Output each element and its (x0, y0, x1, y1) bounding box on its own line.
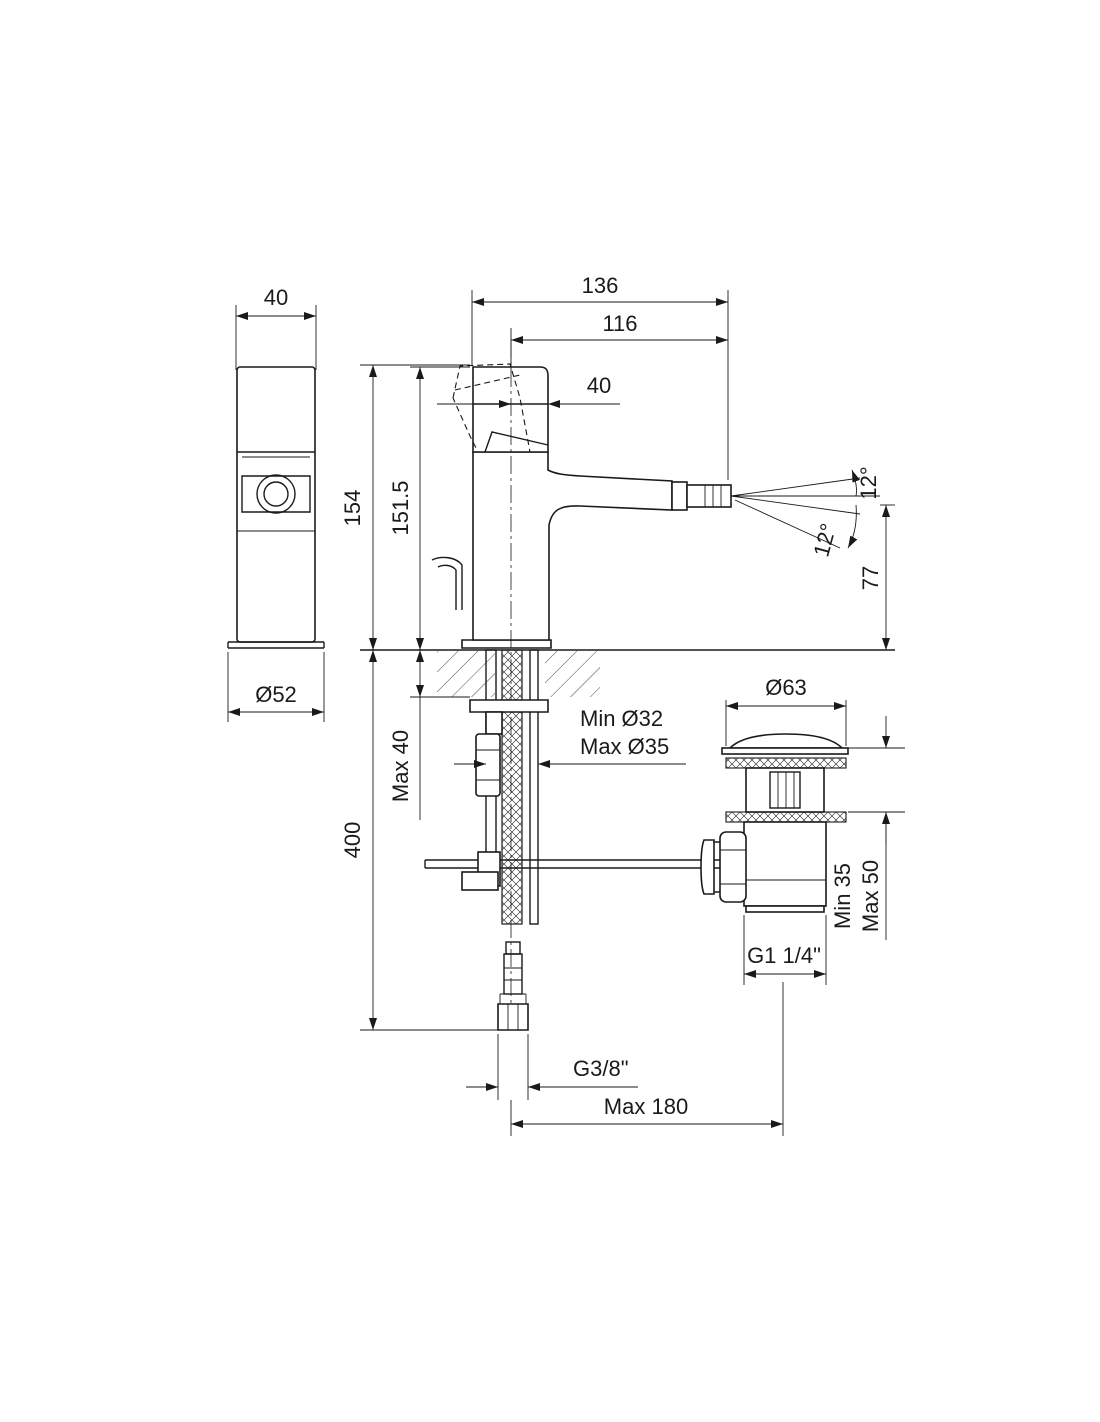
dim-spout-length: 116 (602, 311, 637, 336)
under-deck-assembly: Min Ø32 Max Ø35 Max 40 400 G3/8" Max 180 (340, 649, 784, 1136)
dim-total-height: 154 (340, 490, 365, 527)
dim-waste-min: Min 35 (830, 863, 855, 929)
dim-deck-max: Max 40 (388, 730, 413, 802)
dim-total-length: 136 (582, 273, 619, 298)
dim-hole-max: Max Ø35 (580, 734, 669, 759)
dim-hole-min: Min Ø32 (580, 706, 663, 731)
dim-waste-thread: G1 1/4" (747, 943, 821, 968)
dim-spout-height: 77 (858, 566, 883, 590)
dim-lever-height: 151.5 (388, 480, 413, 535)
dim-waste-max: Max 50 (858, 860, 883, 932)
dim-hose-length: 400 (340, 822, 365, 859)
dim-handle-offset: 40 (587, 373, 611, 398)
dim-side-width: 40 (264, 285, 288, 310)
dim-inlet-thread: G3/8" (573, 1056, 629, 1081)
side-view: 40 Ø52 (227, 285, 325, 722)
dim-waste-diameter: Ø63 (765, 675, 807, 700)
front-view: 136 116 40 154 151.5 12° 12° 77 (340, 273, 895, 1010)
dim-waste-reach: Max 180 (604, 1094, 688, 1119)
dim-angle-down: 12° (808, 521, 841, 560)
waste-assembly: Ø63 Min 35 Max 50 G1 1/4" (700, 675, 905, 985)
dim-side-base-diameter: Ø52 (255, 682, 297, 707)
dim-angle-up: 12° (856, 466, 881, 499)
